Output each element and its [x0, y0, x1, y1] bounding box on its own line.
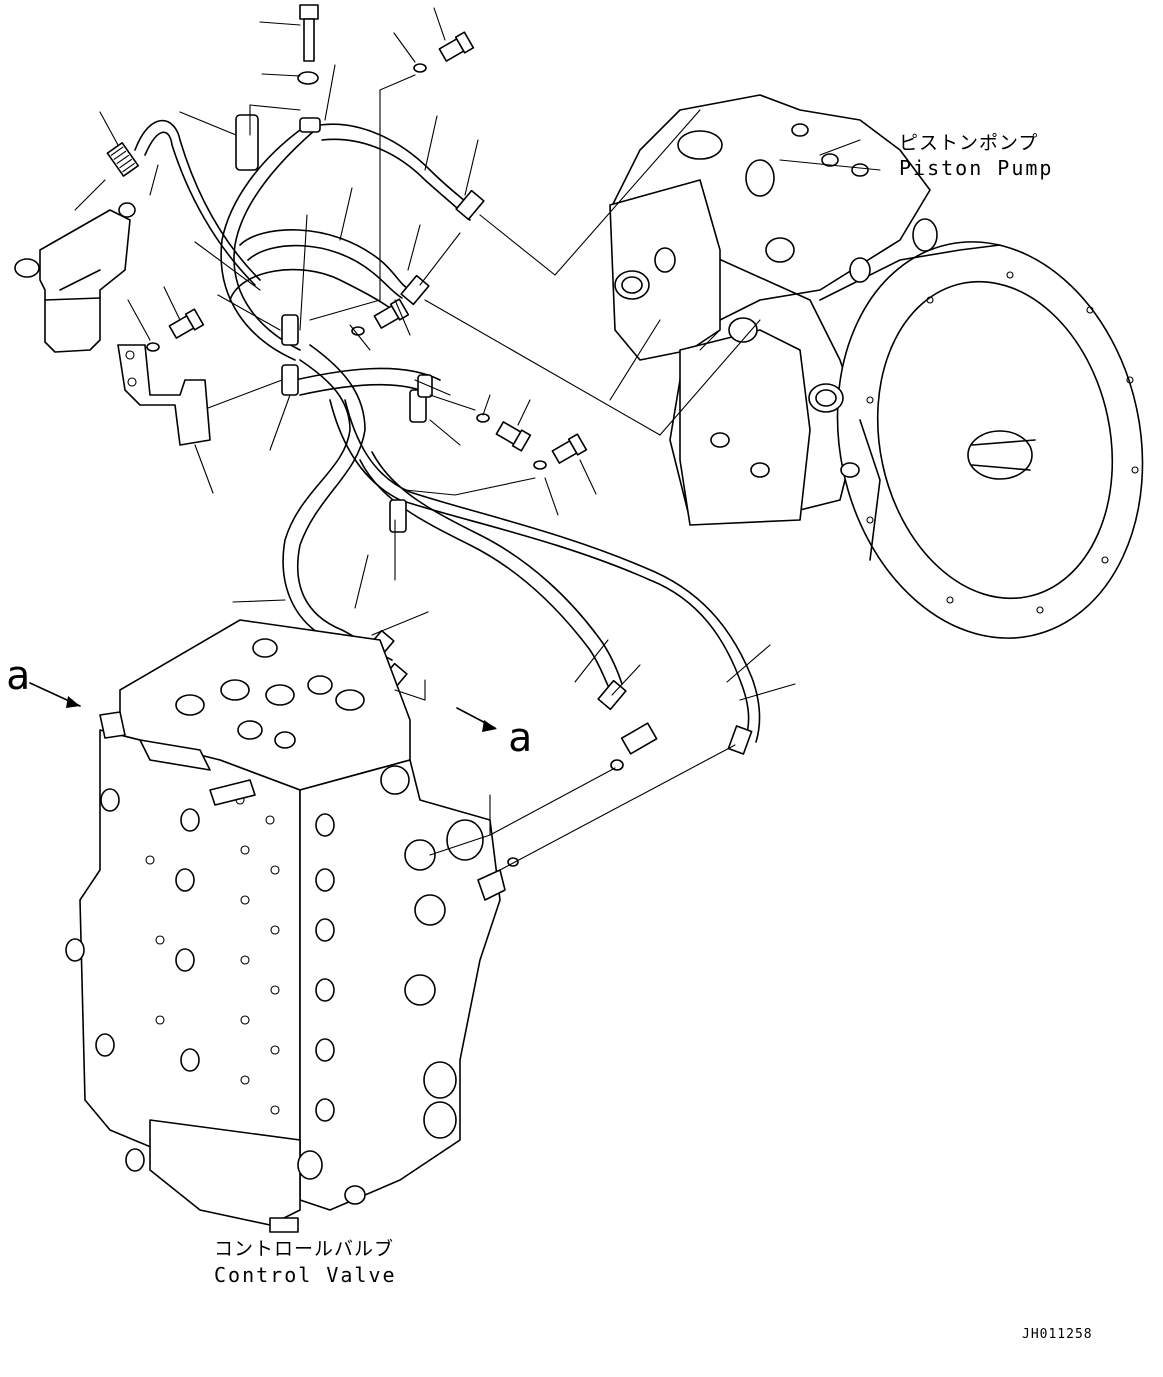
view-ref-right: a [508, 715, 533, 761]
drawing-code: JH011258 [1022, 1327, 1093, 1342]
control-valve-label-jp: コントロールバルブ [214, 1238, 395, 1260]
piston-pump-drawing [609, 94, 1144, 639]
filter-fitting-drawing [14, 141, 140, 353]
control-valve-label-en: Control Valve [214, 1263, 397, 1287]
leader-lines [29, 7, 881, 871]
piston-pump-label-jp: ピストンポンプ [899, 132, 1039, 154]
fasteners [117, 4, 658, 867]
piston-pump-label-en: Piston Pump [899, 156, 1054, 180]
view-ref-left: a [6, 653, 31, 699]
control-valve-drawing [65, 619, 506, 1233]
